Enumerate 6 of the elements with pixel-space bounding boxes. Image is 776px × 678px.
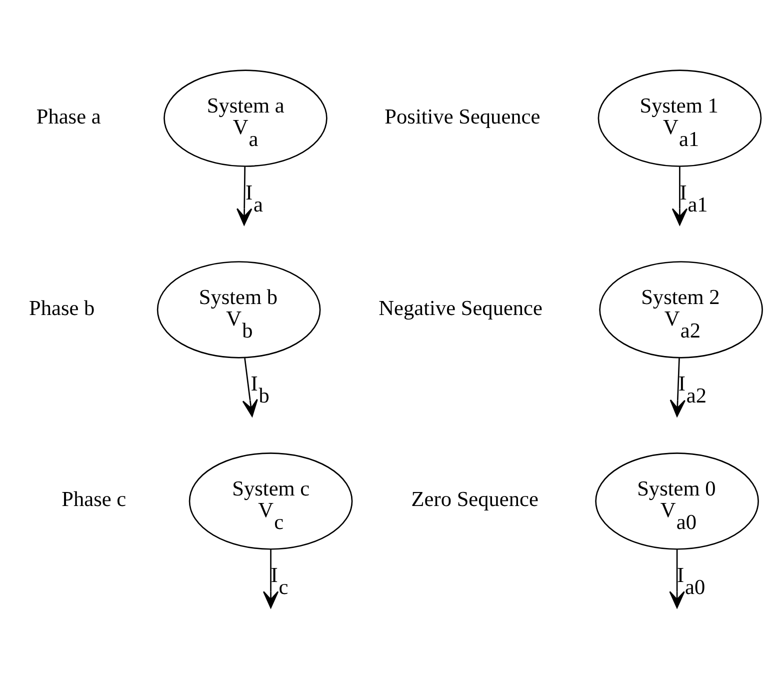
node-label: Negative Sequence <box>378 295 542 320</box>
node-label: Phase b <box>29 295 95 320</box>
node-label: Positive Sequence <box>384 104 540 128</box>
node-label: Phase a <box>36 104 101 128</box>
node-label: Phase c <box>62 486 126 511</box>
node-label: Zero Sequence <box>411 486 538 511</box>
